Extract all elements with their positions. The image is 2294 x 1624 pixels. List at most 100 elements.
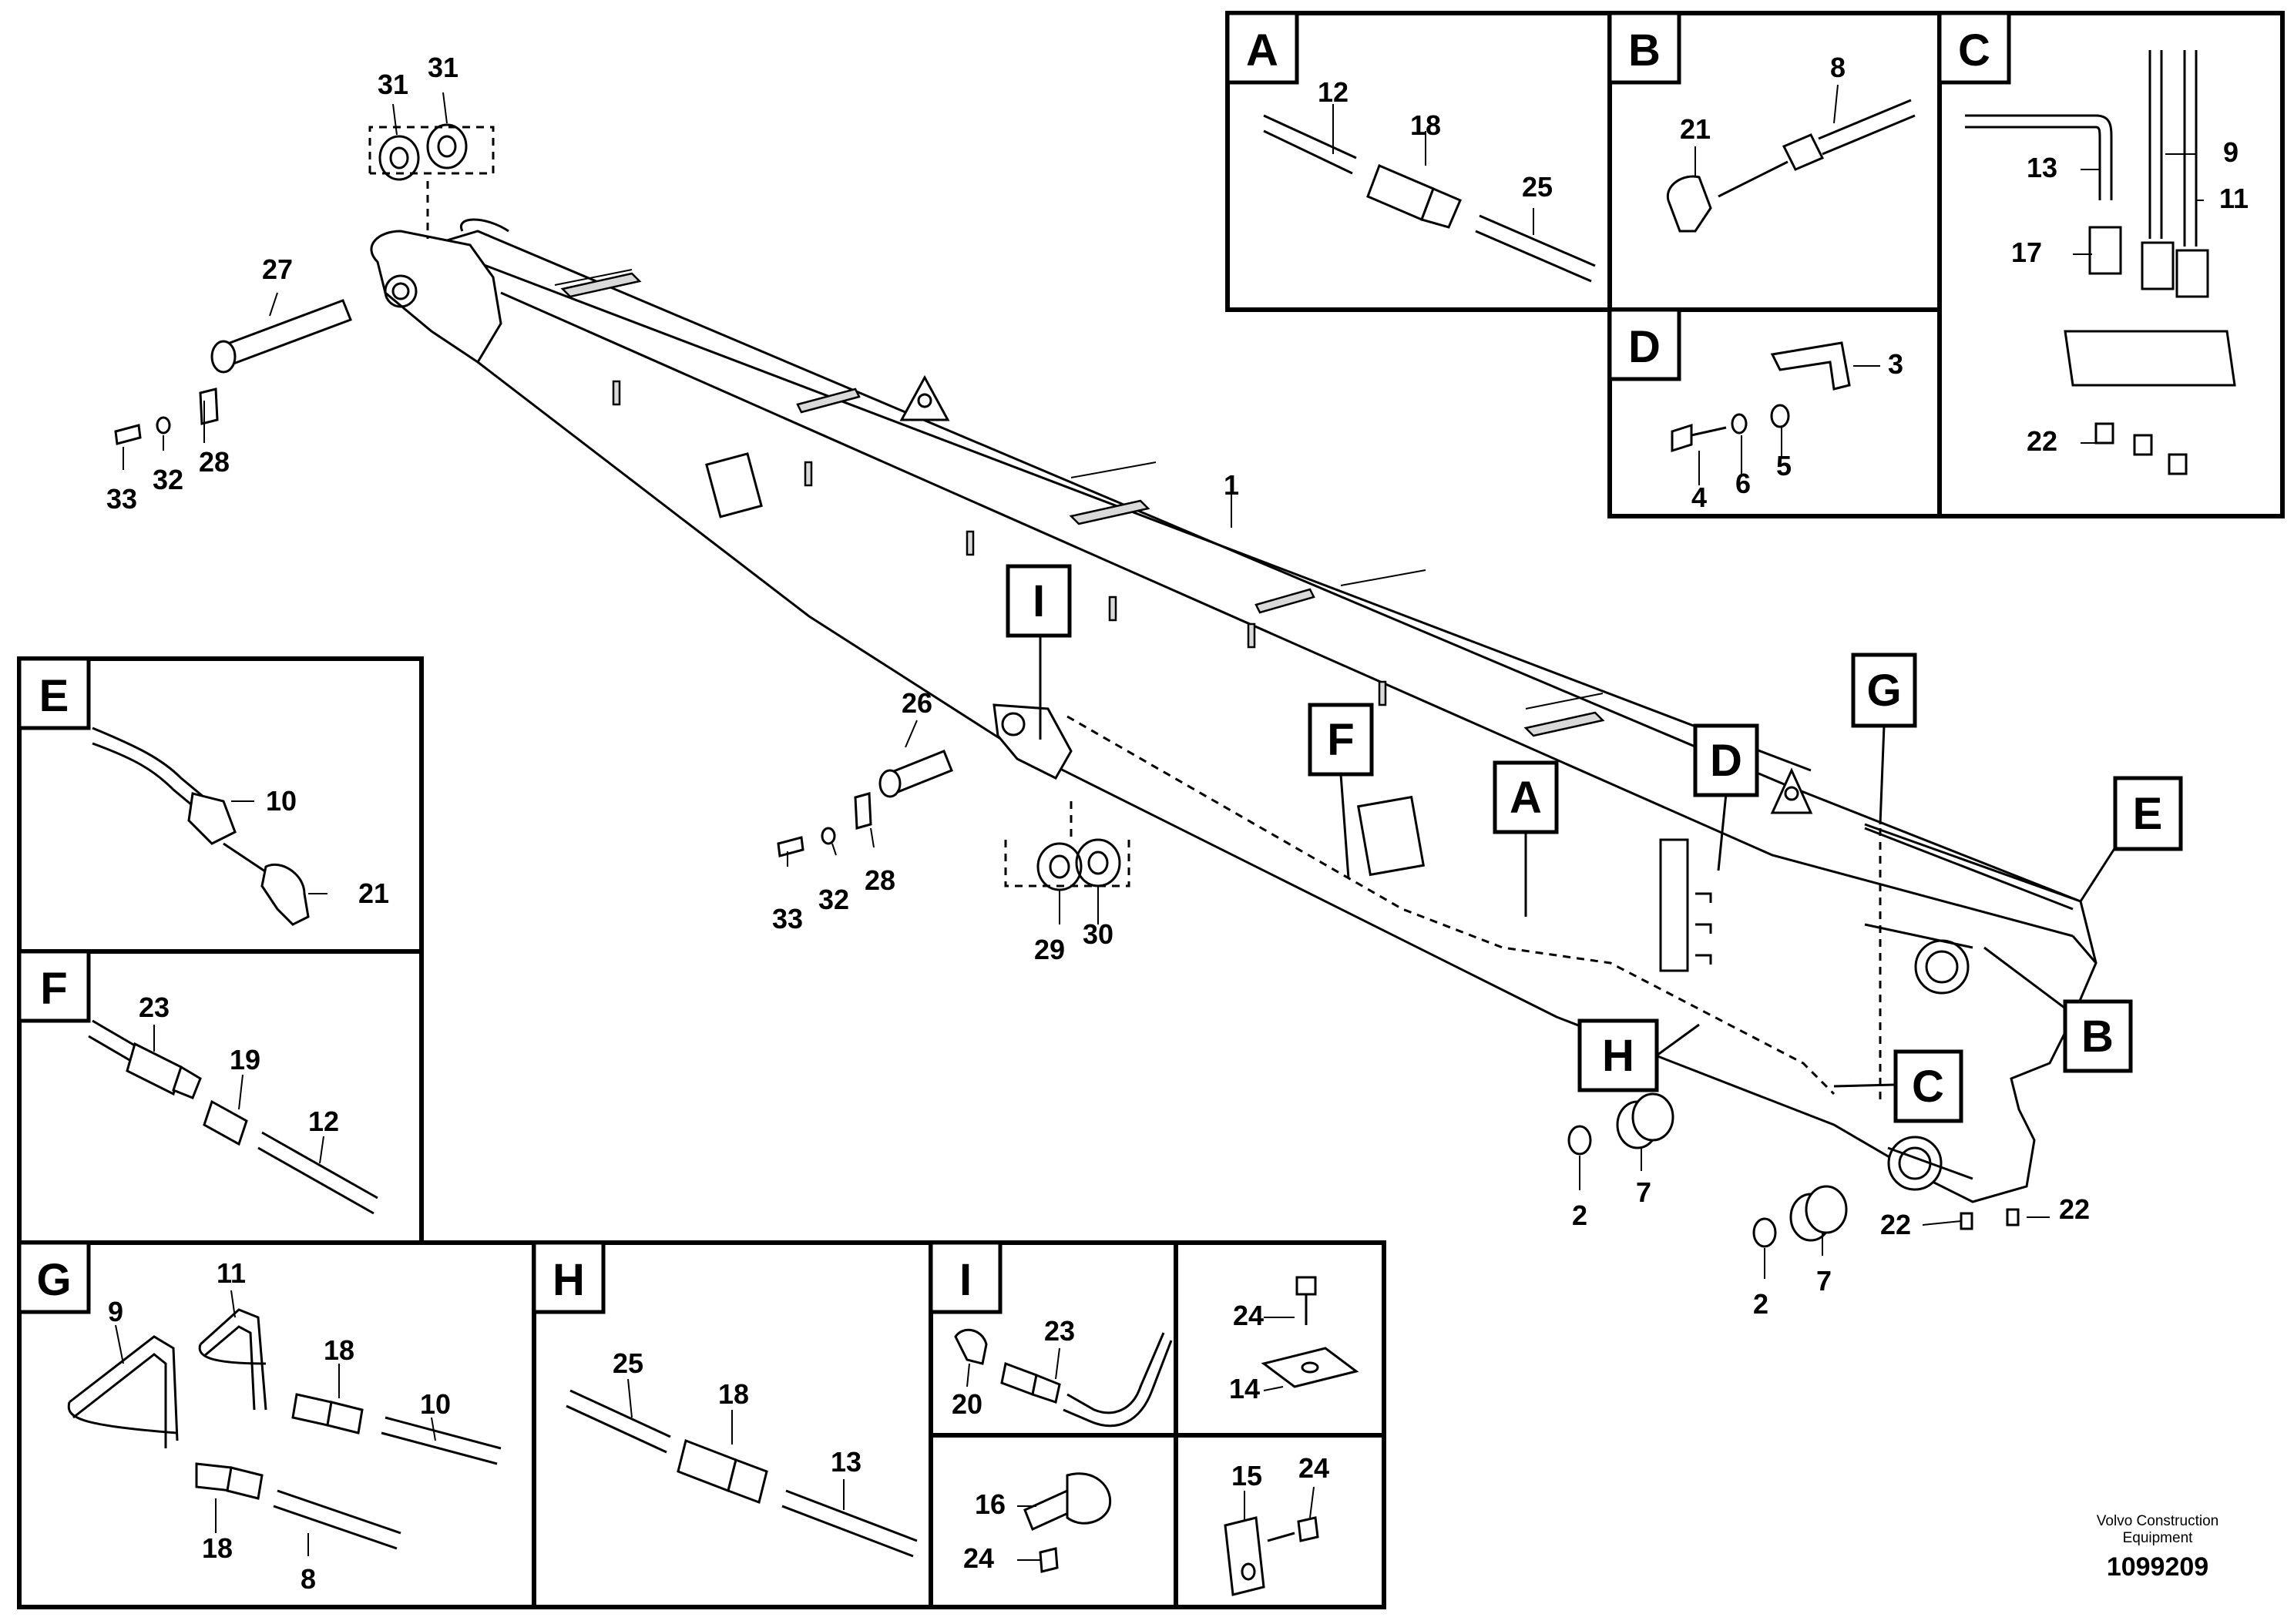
detail-panel-E: E 10 21 (17, 656, 424, 954)
detail-panel-D: D 3 4 6 5 (1607, 307, 1942, 518)
detail-F-label-12: 12 (308, 1106, 339, 1137)
callout-C[interactable]: C (1893, 1049, 1963, 1123)
detail-D-label-5: 5 (1776, 450, 1792, 481)
detail-panel-H: H 25 18 13 (532, 1240, 933, 1609)
detail-panel-clamp-16: 16 24 (929, 1433, 1178, 1609)
label-part-22b: 22 (2059, 1193, 2090, 1225)
label-part-33b: 33 (772, 903, 803, 934)
callout-A[interactable]: A (1493, 760, 1559, 834)
detail-L-label-15: 15 (1231, 1460, 1262, 1491)
detail-A-letter: A (1246, 25, 1278, 75)
main-leaders (123, 92, 2117, 1279)
label-part-27: 27 (262, 253, 293, 285)
detail-panel-C: C 13 9 11 17 22 (1937, 11, 2285, 518)
detail-B-label-21: 21 (1680, 113, 1711, 145)
callout-B[interactable]: B (2063, 999, 2133, 1073)
label-part-22a: 22 (1880, 1209, 1911, 1240)
detail-D-label-3: 3 (1888, 348, 1903, 380)
detail-H-letter: H (553, 1255, 585, 1305)
detail-G-label-9: 9 (108, 1296, 123, 1327)
callout-E[interactable]: E (2113, 776, 2183, 851)
detail-F-letter: F (40, 964, 67, 1014)
detail-A-label-12: 12 (1318, 76, 1349, 108)
detail-G-label-11: 11 (217, 1257, 246, 1289)
label-part-1: 1 (1224, 469, 1239, 501)
callout-H[interactable]: H (1577, 1018, 1659, 1092)
detail-F-label-23: 23 (139, 992, 170, 1023)
detail-H-label-13: 13 (831, 1446, 862, 1478)
svg-text:H: H (1602, 1031, 1634, 1081)
detail-D-label-6: 6 (1735, 468, 1751, 499)
detail-G-label-10: 10 (420, 1388, 451, 1420)
title-block: Volvo Construction Equipment 1099209 (2097, 1513, 2218, 1582)
detail-panel-plate-15: 15 24 (1174, 1433, 1386, 1609)
detail-I-label-20: 20 (952, 1388, 982, 1420)
svg-text:E: E (2133, 789, 2163, 839)
svg-text:G: G (1866, 666, 1901, 716)
svg-text:I: I (1033, 576, 1045, 626)
main-part-labels: 1 27 31 31 28 32 33 26 28 32 33 29 30 2 … (106, 52, 2090, 1320)
detail-G-label-18b: 18 (202, 1532, 233, 1564)
detail-A-label-18: 18 (1410, 109, 1441, 141)
callout-G[interactable]: G (1851, 653, 1917, 728)
detail-G-label-18a: 18 (324, 1334, 354, 1366)
detail-G-label-8: 8 (301, 1563, 316, 1595)
label-part-32a: 32 (153, 464, 183, 495)
detail-panel-B: B 21 8 (1607, 11, 1942, 312)
company-name-line2: Equipment (2123, 1530, 2194, 1546)
label-part-7a: 7 (1636, 1176, 1651, 1208)
svg-text:F: F (1327, 715, 1354, 765)
detail-H-label-18: 18 (718, 1378, 749, 1410)
detail-panel-I: I 23 20 (929, 1240, 1178, 1438)
svg-text:D: D (1710, 736, 1742, 786)
label-part-31a: 31 (378, 69, 408, 100)
main-callouts: I F A D G E B C (1006, 564, 2183, 1123)
label-part-31b: 31 (428, 52, 458, 83)
label-part-29: 29 (1034, 934, 1065, 965)
detail-G-letter: G (36, 1255, 71, 1305)
detail-I-letter: I (959, 1255, 972, 1305)
label-part-2b: 2 (1753, 1288, 1768, 1320)
label-part-28b: 28 (865, 864, 895, 896)
label-part-30: 30 (1083, 918, 1113, 950)
detail-E-label-10: 10 (266, 785, 297, 817)
detail-K-label-16: 16 (975, 1488, 1006, 1520)
detail-C-label-22: 22 (2027, 425, 2057, 457)
detail-panel-F: F 23 19 12 (17, 949, 424, 1245)
detail-C-label-11: 11 (2219, 183, 2249, 214)
label-part-26: 26 (902, 687, 932, 719)
detail-E-letter: E (39, 671, 69, 721)
detail-D-letter: D (1628, 322, 1661, 372)
svg-text:A: A (1510, 773, 1542, 823)
detail-D-label-4: 4 (1691, 481, 1707, 513)
detail-I-label-23: 23 (1044, 1315, 1075, 1347)
label-part-33a: 33 (106, 483, 137, 515)
label-part-2a: 2 (1572, 1200, 1587, 1231)
detail-B-letter: B (1628, 25, 1661, 75)
detail-panel-A: A 12 18 25 (1225, 11, 1612, 312)
boom-arm (114, 123, 2098, 1248)
detail-H-label-25: 25 (613, 1347, 643, 1379)
detail-B-label-8: 8 (1830, 52, 1846, 83)
callout-F[interactable]: F (1308, 703, 1374, 777)
callout-I[interactable]: I (1006, 564, 1072, 638)
detail-J-label-14: 14 (1229, 1373, 1260, 1404)
svg-text:C: C (1912, 1062, 1944, 1112)
detail-F-label-19: 19 (230, 1044, 260, 1075)
company-name-line1: Volvo Construction (2097, 1513, 2218, 1529)
callout-D[interactable]: D (1693, 723, 1759, 797)
label-part-28a: 28 (199, 446, 230, 478)
detail-K-label-24: 24 (963, 1542, 994, 1574)
detail-C-label-9: 9 (2223, 136, 2239, 168)
svg-text:B: B (2081, 1012, 2114, 1062)
detail-L-label-24: 24 (1298, 1452, 1329, 1484)
detail-panel-G: G 11 9 18 10 18 8 (17, 1240, 536, 1609)
detail-J-label-24: 24 (1233, 1300, 1264, 1331)
detail-E-label-21: 21 (358, 877, 389, 909)
drawing-number: 1099209 (2107, 1552, 2208, 1582)
detail-C-label-17: 17 (2011, 237, 2042, 268)
label-part-32b: 32 (818, 884, 849, 915)
label-part-7b: 7 (1816, 1265, 1832, 1297)
